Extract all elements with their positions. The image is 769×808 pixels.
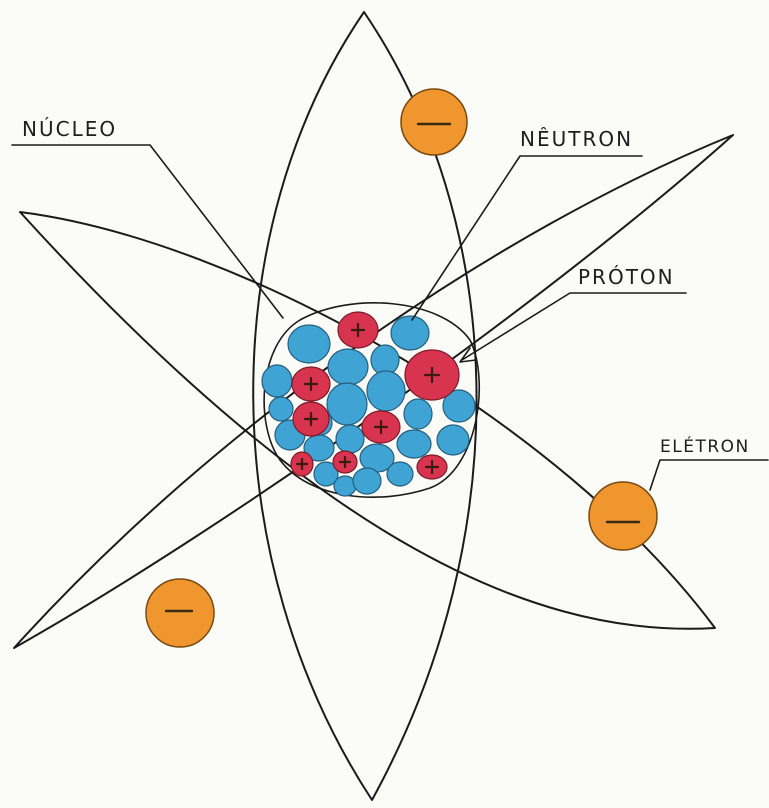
neutron-particle: [327, 383, 367, 425]
proton-particle: [293, 402, 329, 436]
electron-particle: [401, 89, 467, 155]
label-neutron: NÊUTRON: [520, 127, 633, 151]
nucleus-leader: [12, 145, 283, 318]
neutron-particle: [404, 399, 432, 429]
neutron-particle: [262, 365, 292, 397]
proton-particle: [333, 451, 357, 473]
neutron-particle: [387, 462, 413, 486]
neutron-particle: [328, 349, 368, 385]
proton-particle: [292, 367, 330, 401]
label-proton: PRÓTON: [578, 265, 675, 289]
neutron-particle: [397, 430, 431, 458]
electrons: [146, 89, 657, 647]
electron-particle: [589, 482, 657, 550]
label-electron: ELÉTRON: [660, 435, 750, 457]
neutron-particle: [391, 316, 429, 350]
electron-leader: [650, 460, 768, 490]
neutron-leader: [412, 156, 642, 320]
proton-particle: [405, 350, 459, 400]
neutron-particle: [367, 371, 405, 411]
proton-particle: [291, 452, 313, 476]
neutron-particle: [269, 397, 293, 421]
proton-particle: [338, 312, 378, 348]
neutron-particle: [437, 425, 469, 455]
proton-particle: [362, 411, 400, 443]
neutron-particle: [353, 468, 381, 494]
label-nucleus: NÚCLEO: [22, 117, 117, 141]
proton-particle: [417, 455, 447, 479]
neutron-particle: [288, 325, 330, 363]
electron-particle: [146, 579, 214, 647]
neutron-particle: [336, 425, 364, 453]
